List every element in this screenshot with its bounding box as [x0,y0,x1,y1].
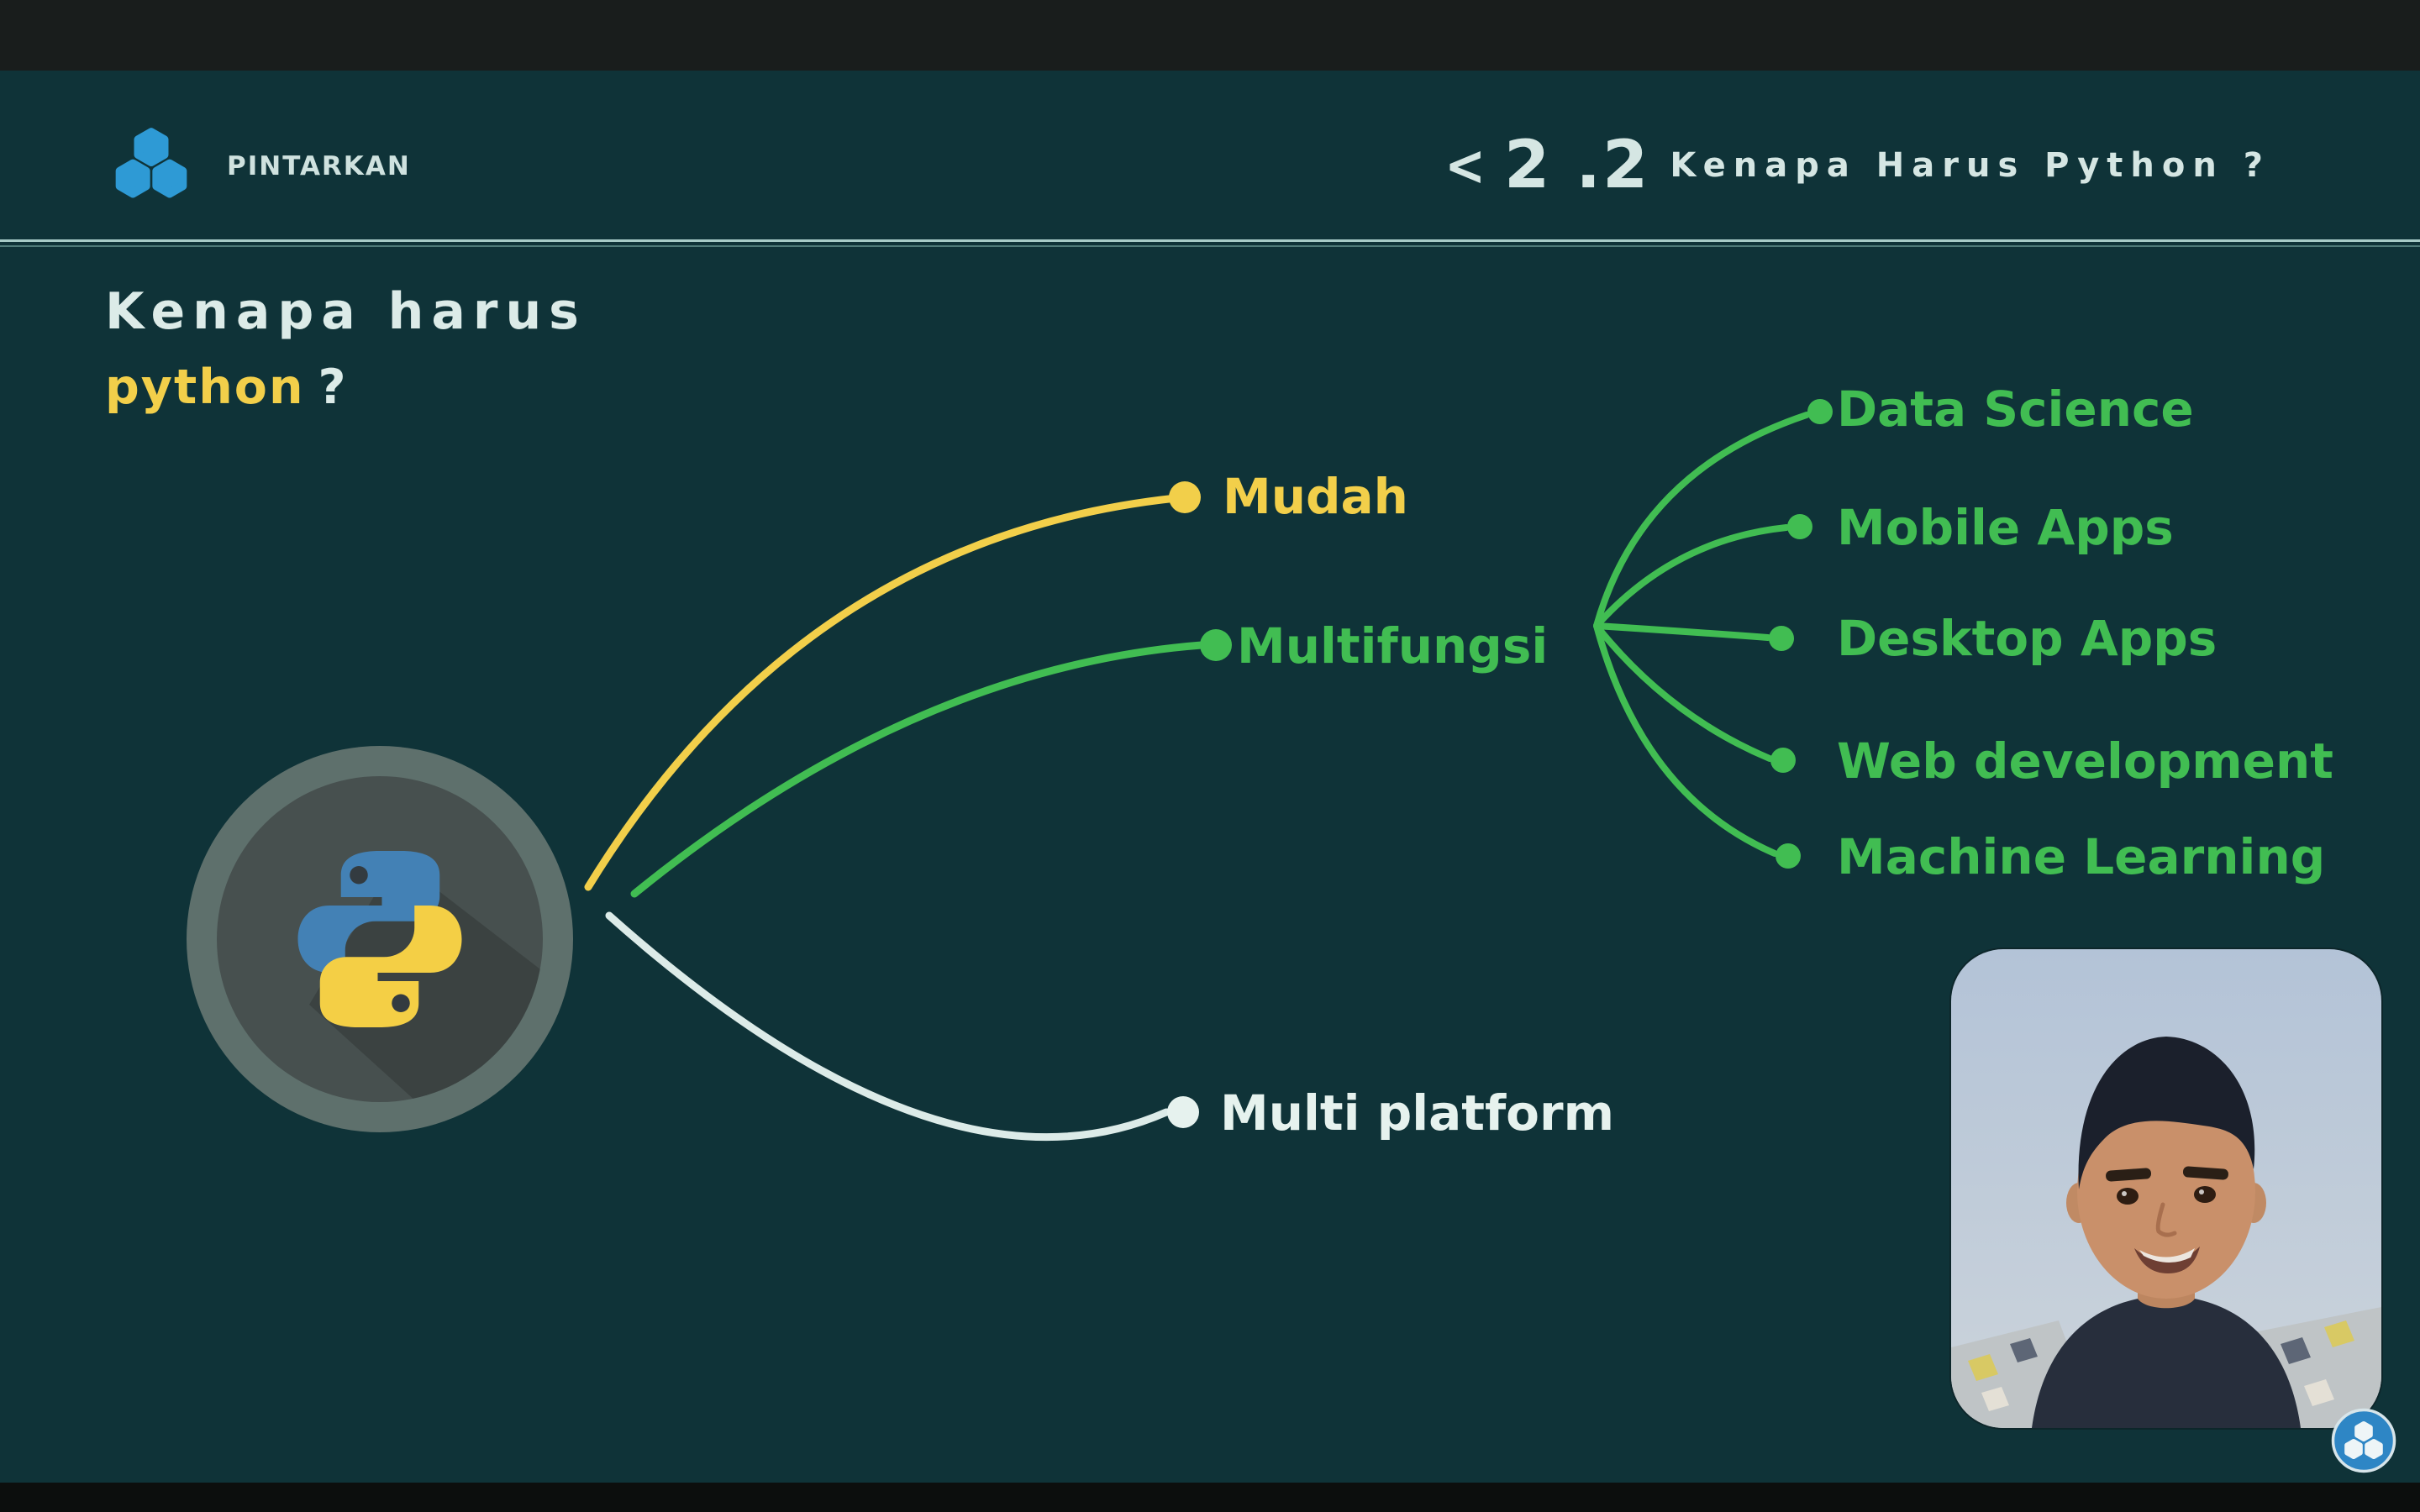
lesson-header: < 2 .2 Kenapa Harus Python ? [1444,128,2270,203]
node-dot-multifungsi [1200,629,1232,661]
node-dot-multiplatform [1167,1096,1199,1128]
header-divider [0,239,2420,242]
node-dot-web-development [1770,748,1796,773]
lesson-title: Kenapa Harus Python ? [1670,146,2270,185]
letterbox-top [0,0,2420,71]
subbranch-label-web-development: Web development [1837,732,2333,790]
brand-name: PINTARKAN [227,151,411,181]
node-dot-mobile-apps [1787,514,1812,539]
letterbox-bottom [0,1483,2420,1512]
pintarkan-watermark-icon [2331,1408,2396,1473]
branch-label-mudah: Mudah [1223,468,1408,525]
node-dot-mudah [1169,481,1201,513]
subbranch-label-machine-learning: Machine Learning [1837,828,2326,885]
presenter-webcam [1951,949,2381,1428]
slide-heading: Kenapa harus python? [105,282,587,415]
slide-heading-highlight: python [105,360,305,415]
subbranch-line-web-development [1593,622,1773,762]
slide-heading-line1: Kenapa harus [105,282,587,341]
node-dot-desktop-apps [1769,626,1794,651]
header-divider-shadow [0,245,2420,247]
subbranch-label-mobile-apps: Mobile Apps [1837,499,2174,556]
branch-line-mudah [584,494,1181,891]
branch-line-multifungsi [630,641,1206,898]
back-chevron-icon[interactable]: < [1444,132,1486,199]
lesson-number: 2 .2 [1503,128,1650,203]
pintarkan-cluster-icon [115,128,187,198]
subbranch-line-data-science [1593,412,1810,629]
python-logo [297,851,462,1027]
subbranch-line-machine-learning [1593,622,1778,857]
slide-heading-suffix: ? [318,360,348,415]
subbranch-label-desktop-apps: Desktop Apps [1837,610,2217,667]
subbranch-line-desktop-apps [1593,622,1771,641]
presenter [2032,1037,2301,1428]
subbranch-line-mobile-apps [1593,524,1790,629]
node-dot-data-science [1807,399,1833,424]
brand: PINTARKAN [108,123,411,210]
branch-label-multifungsi: Multifungsi [1237,617,1549,675]
branch-label-multiplatform: Multi platform [1220,1084,1615,1142]
slide-heading-line2: python? [105,360,587,415]
branch-line-multiplatform [605,911,1171,1142]
subbranch-label-data-science: Data Science [1837,381,2194,438]
presenter-illustration [1951,949,2381,1428]
python-logo-badge [187,746,573,1132]
node-dot-machine-learning [1776,843,1801,869]
